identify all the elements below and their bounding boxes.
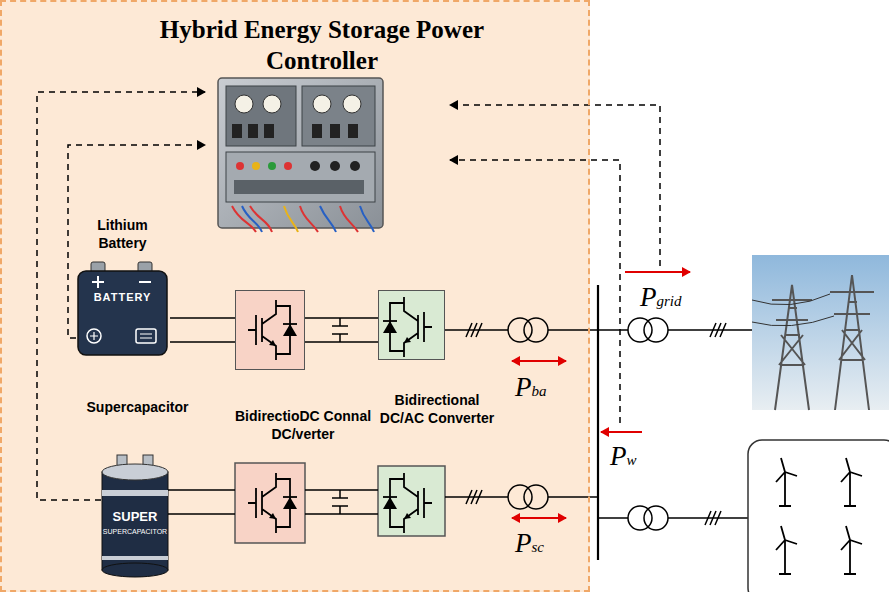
dcdc-converter-box: BidirectioDC Connal DC/verter xyxy=(235,290,305,370)
power-label: Pw xyxy=(610,443,637,470)
dc-wire-pair xyxy=(170,318,235,342)
battery-icon xyxy=(78,262,167,355)
component-label: BidirectioDC Connal DC/verter xyxy=(234,407,372,443)
icon-text: SUPER xyxy=(102,509,168,524)
power-flow-arrows xyxy=(512,272,690,518)
controller-cabinet xyxy=(218,78,383,232)
icon-text: SUPERCAPACITOR xyxy=(102,528,168,535)
dc-wire-pair xyxy=(305,318,378,342)
region-fill xyxy=(0,0,590,592)
supercapacitor-node: SupercapacitorSUPER SUPERCAPACITOR xyxy=(70,395,205,580)
power-label: Psc xyxy=(515,530,544,557)
power-label: Pgrid xyxy=(640,284,682,311)
dashed-control-lines xyxy=(37,92,660,500)
power-circuit xyxy=(168,285,752,560)
igbt-symbol xyxy=(383,473,432,533)
component-label: Lithium Battery xyxy=(80,216,165,252)
power-label: Pba xyxy=(515,374,547,401)
icon-text: BATTERY xyxy=(85,291,160,303)
battery-node: Lithium BatteryBATTERY xyxy=(75,270,170,355)
controller-region: Hybrid Energy Storage Power ControllerLi… xyxy=(0,0,590,592)
component-label: Supercapacitor xyxy=(70,398,205,416)
component-label: Bidirectional DC/AC Converter xyxy=(373,391,501,427)
grid-towers-picture xyxy=(752,255,889,410)
dcac-converter-box: Bidirectional DC/AC Converter xyxy=(378,290,445,360)
wind-farm-picture xyxy=(748,440,889,592)
igbt-symbol xyxy=(383,297,432,357)
igbt-symbol xyxy=(248,300,297,360)
diagram-title: Hybrid Energy Storage Power Controller xyxy=(122,14,522,76)
igbt-symbol xyxy=(248,473,297,533)
supercapacitor-icon xyxy=(102,455,168,577)
